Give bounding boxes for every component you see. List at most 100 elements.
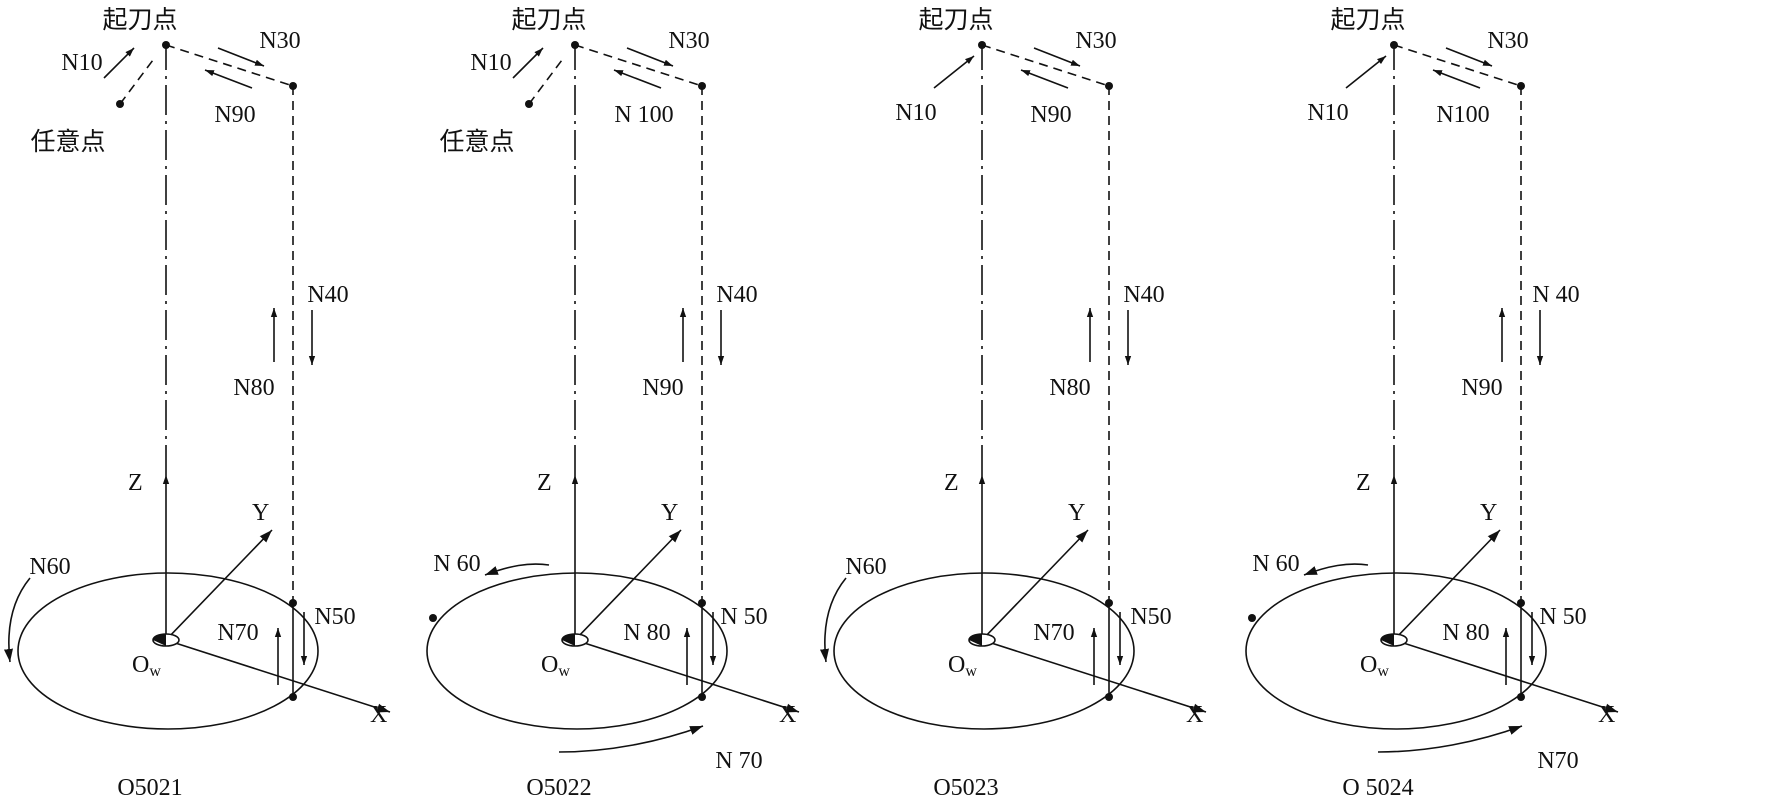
contour-left-point <box>429 614 437 622</box>
outer-label: N70 <box>1537 748 1578 774</box>
up-label: N80 <box>1049 375 1090 401</box>
any-point-label: 任意点 <box>439 127 514 156</box>
n30-arrow <box>1445 47 1493 67</box>
contour-left-point <box>1248 614 1256 622</box>
y-axis <box>1393 529 1501 641</box>
n40-label: N40 <box>1123 282 1164 308</box>
n30-arrow <box>626 47 674 67</box>
n60-label: N 60 <box>1252 551 1299 577</box>
any-point-label: 任意点 <box>30 127 105 156</box>
y-axis <box>165 529 273 641</box>
n30-label: N30 <box>259 28 300 54</box>
origin-label-main: O <box>948 652 965 678</box>
origin-label-sub: w <box>558 663 570 680</box>
z-axis-label: Z <box>128 470 143 496</box>
origin-label: Ow <box>132 652 161 680</box>
n60-arc-arrow <box>819 577 847 663</box>
contour-ellipse <box>17 572 319 730</box>
origin-label-main: O <box>1360 652 1377 678</box>
n60-arc-arrow <box>3 577 31 663</box>
z-axis-label: Z <box>944 470 959 496</box>
start-point-label: 起刀点 <box>918 5 993 34</box>
n10-arrow <box>512 47 544 79</box>
origin-marker-fill <box>1381 634 1394 646</box>
origin-label-main: O <box>541 652 558 678</box>
origin-label: Ow <box>948 652 977 680</box>
rapid-path-top <box>1393 44 1522 87</box>
return-label: N100 <box>1436 102 1489 128</box>
origin-marker-fill <box>562 634 575 646</box>
n10-label: N10 <box>470 50 511 76</box>
inner-label: N70 <box>217 620 258 646</box>
start-point-label: 起刀点 <box>1330 5 1405 34</box>
origin-label: Ow <box>541 652 570 680</box>
y-axis <box>981 529 1089 641</box>
origin-label-main: O <box>132 652 149 678</box>
x-axis-label: X <box>1186 702 1203 728</box>
z-axis-label: Z <box>1356 470 1371 496</box>
n50-label: N50 <box>1130 604 1171 630</box>
n30-label: N30 <box>1487 28 1528 54</box>
n30-label: N30 <box>668 28 709 54</box>
panel-caption: O5021 <box>117 775 182 801</box>
n10-label: N10 <box>1307 100 1348 126</box>
approach-path <box>119 55 157 105</box>
origin-label-sub: w <box>1377 663 1389 680</box>
n50-label: N 50 <box>1539 604 1586 630</box>
n50-label: N 50 <box>720 604 767 630</box>
any-point <box>525 100 533 108</box>
n10-arrow <box>103 47 135 79</box>
panel-caption: O5022 <box>526 775 591 801</box>
contour-ellipse <box>426 572 728 730</box>
y-axis <box>574 529 682 641</box>
y-axis-label: Y <box>1068 500 1085 526</box>
origin-label-sub: w <box>149 663 161 680</box>
n60-arc-arrow <box>484 563 550 576</box>
n30-arrow <box>217 47 265 67</box>
panels-root: ZXYOw起刀点N30N90N40N80N50N70N60N10任意点O5021… <box>3 5 1619 801</box>
return-label: N 100 <box>614 102 673 128</box>
origin-marker-fill <box>969 634 982 646</box>
n10-label: N10 <box>61 50 102 76</box>
n60-label: N 60 <box>433 551 480 577</box>
rapid-path-top <box>574 44 703 87</box>
outer-label: N 70 <box>715 748 762 774</box>
n60-label: N60 <box>845 554 886 580</box>
x-axis-label: X <box>779 702 796 728</box>
y-axis-label: Y <box>252 500 269 526</box>
n10-label: N10 <box>895 100 936 126</box>
n10-arrow <box>1345 55 1387 89</box>
n60-arc-arrow <box>1303 563 1369 576</box>
outer-arc-arrow <box>1377 725 1523 753</box>
n60-label: N60 <box>29 554 70 580</box>
return-label: N90 <box>214 102 255 128</box>
origin-marker-fill <box>153 634 166 646</box>
y-axis-label: Y <box>1480 500 1497 526</box>
n50-label: N50 <box>314 604 355 630</box>
n10-arrow <box>933 55 975 89</box>
up-label: N80 <box>233 375 274 401</box>
n40-label: N 40 <box>1532 282 1579 308</box>
x-axis-label: X <box>1598 702 1615 728</box>
approach-path <box>528 55 566 105</box>
panel-caption: O 5024 <box>1342 775 1413 801</box>
origin-label: Ow <box>1360 652 1389 680</box>
inner-label: N70 <box>1033 620 1074 646</box>
up-label: N90 <box>1461 375 1502 401</box>
start-point-label: 起刀点 <box>511 5 586 34</box>
inner-label: N 80 <box>623 620 670 646</box>
panel-caption: O5023 <box>933 775 998 801</box>
start-point-label: 起刀点 <box>102 5 177 34</box>
origin-label-sub: w <box>965 663 977 680</box>
inner-label: N 80 <box>1442 620 1489 646</box>
x-axis-label: X <box>370 702 387 728</box>
outer-arc-arrow <box>558 725 704 753</box>
z-axis-label: Z <box>537 470 552 496</box>
contour-ellipse <box>1245 572 1547 730</box>
n40-label: N40 <box>307 282 348 308</box>
rapid-path-top <box>165 44 294 87</box>
